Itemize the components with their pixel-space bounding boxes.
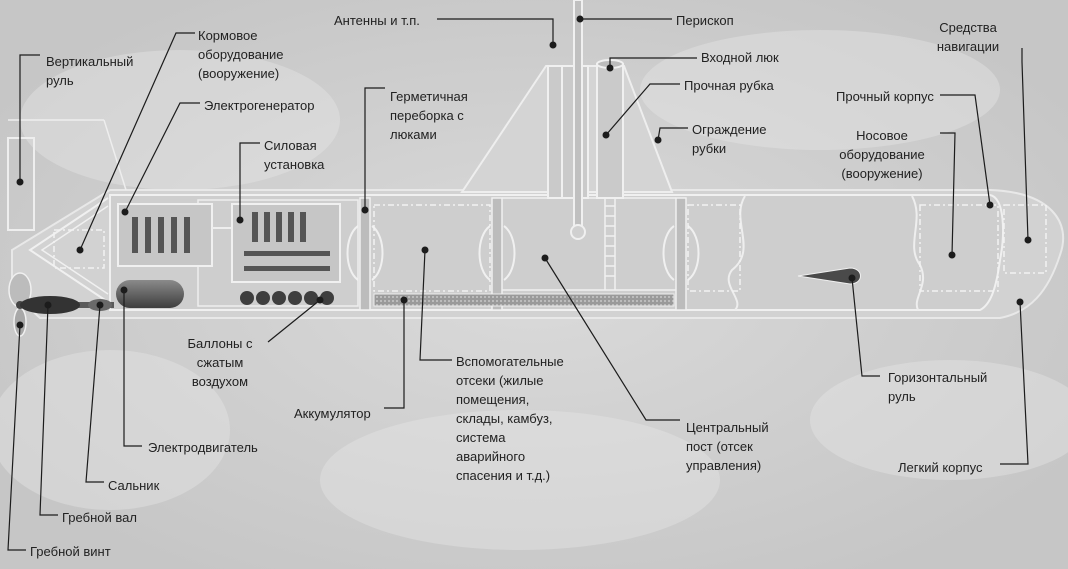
- label-pressure-tower: Прочная рубка: [684, 78, 774, 93]
- leader-lines: [7, 18, 1029, 551]
- label-propeller: Гребной винт: [30, 544, 111, 559]
- aux-compartment-box: [373, 204, 491, 292]
- vertical-rudder: [7, 137, 35, 231]
- label-periscope: Перископ: [676, 13, 734, 28]
- label-gland: Сальник: [108, 478, 160, 493]
- hull-break-left: [727, 195, 746, 311]
- bulkhead-3: [662, 197, 700, 311]
- periscope: [573, 0, 583, 227]
- label-vertical-rudder: Вертикальный руль: [46, 54, 134, 88]
- periscope-eyepiece: [570, 224, 586, 240]
- label-tower-fence: Ограждение рубки: [692, 122, 767, 156]
- bow-equipment-box: [919, 204, 999, 292]
- battery: [373, 293, 675, 307]
- background-clouds: [0, 30, 1068, 550]
- label-stern-equipment: Кормовое оборудование (вооружение): [198, 28, 284, 81]
- stern-cone: [28, 197, 109, 303]
- label-power-plant: Силовая установка: [264, 138, 325, 172]
- tower-mast-left: [547, 65, 563, 199]
- label-navigation: Средства навигации: [936, 20, 1000, 54]
- leader-dots: [16, 15, 1032, 329]
- label-aux-compartments: Вспомогательные отсеки (жилые помещения,…: [456, 354, 564, 483]
- electrogenerator: [117, 203, 213, 267]
- label-propeller-shaft: Гребной вал: [62, 510, 137, 525]
- label-sealed-bulkhead: Герметичная переборка с люками: [390, 89, 468, 142]
- label-entry-hatch: Входной люк: [701, 50, 779, 65]
- forward-compartment-box: [687, 204, 741, 292]
- power-plant: [231, 203, 341, 283]
- label-air-tanks: Баллоны с сжатым воздухом: [187, 336, 253, 389]
- label-generator: Электрогенератор: [204, 98, 315, 113]
- label-bow-equipment: Носовое оборудование (вооружение): [839, 128, 925, 181]
- electric-motor: [116, 280, 184, 308]
- label-central-post: Центральный пост (отсек управления): [686, 420, 769, 473]
- air-tanks: [240, 291, 334, 305]
- ladder: [604, 198, 616, 290]
- stern-cone-inner: [40, 205, 109, 295]
- stern-equipment-box: [53, 229, 105, 269]
- bulkhead-2: [478, 197, 516, 311]
- label-horizontal-rudder: Горизонтальный руль: [888, 370, 988, 404]
- label-pressure-hull: Прочный корпус: [836, 89, 934, 104]
- label-antennas: Антенны и т.п.: [334, 13, 420, 28]
- label-battery: Аккумулятор: [294, 406, 371, 421]
- horizontal-rudder: [797, 267, 861, 285]
- label-light-hull: Легкий корпус: [898, 460, 983, 475]
- navigation-box: [1003, 204, 1047, 274]
- vertical-rudder-slope: [103, 119, 127, 191]
- label-electric-motor: Электродвигатель: [148, 440, 258, 455]
